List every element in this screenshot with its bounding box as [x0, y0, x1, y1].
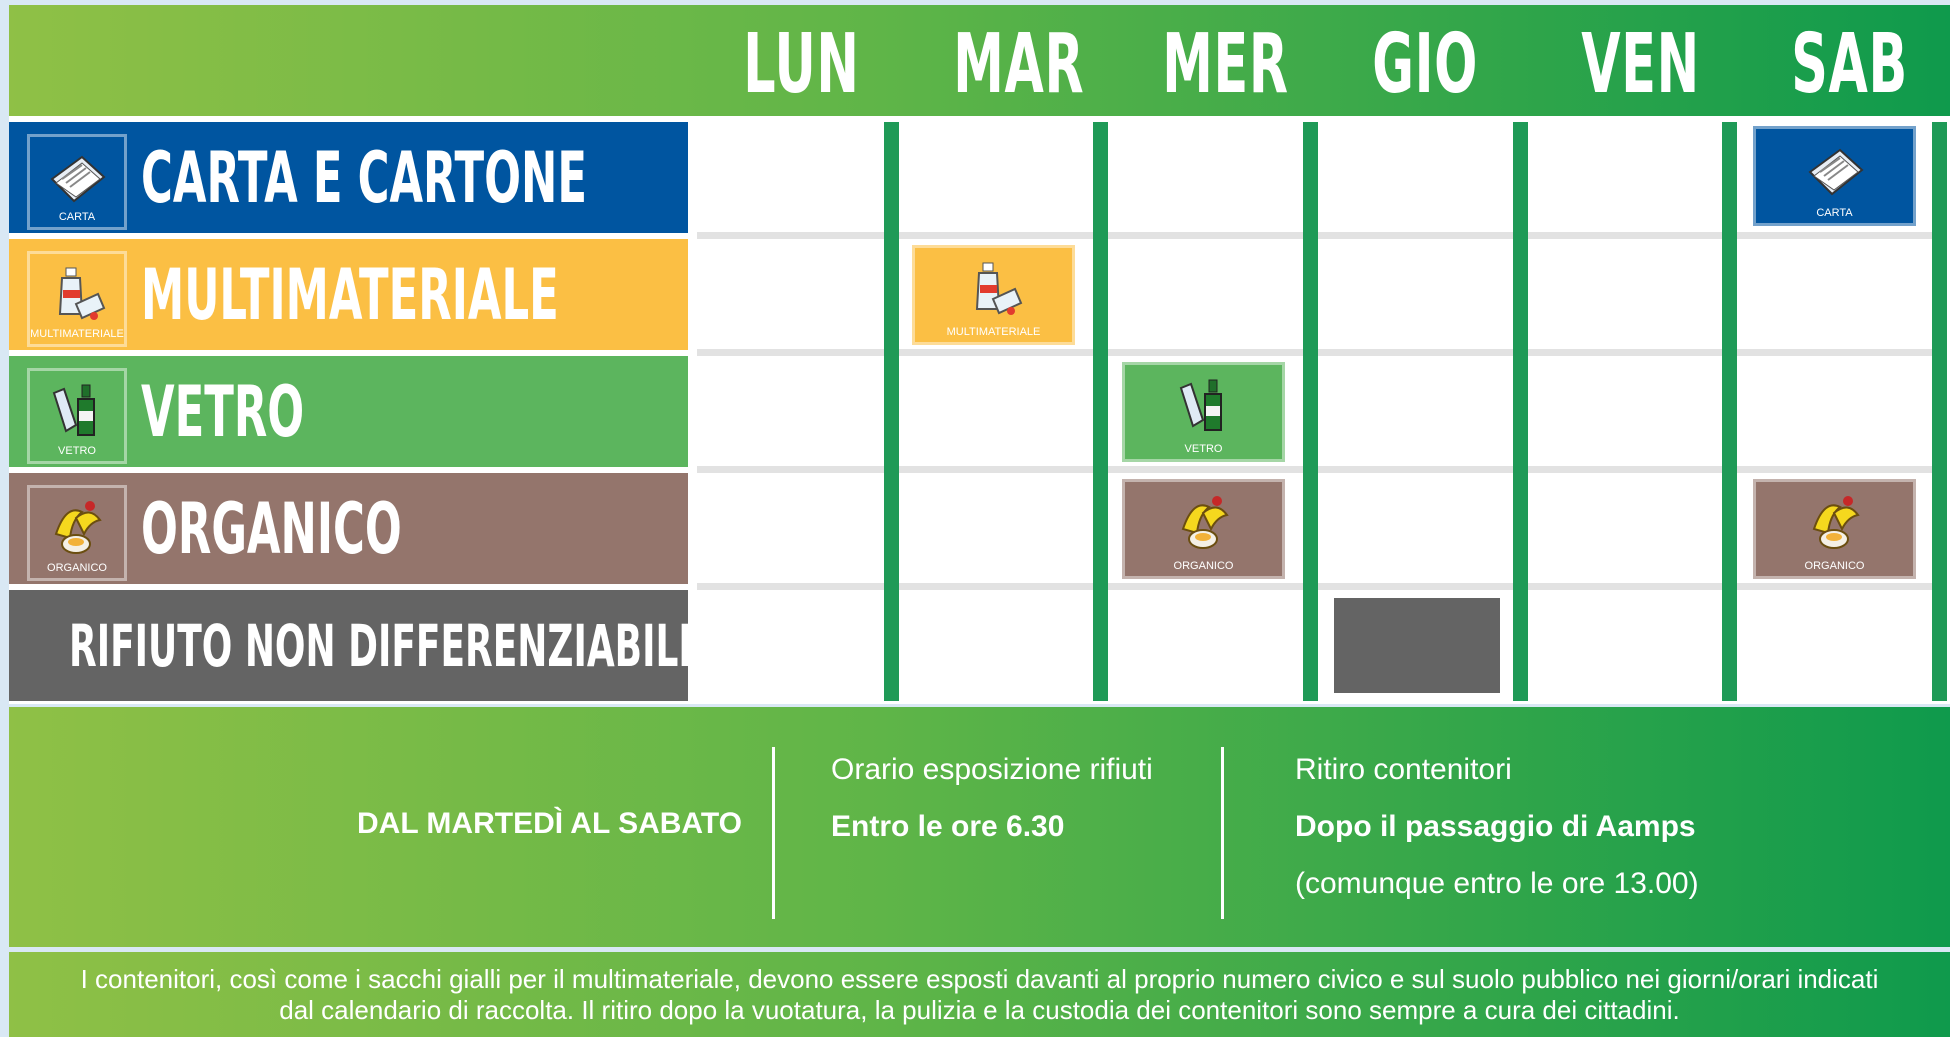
- day-sab: SAB: [1791, 17, 1908, 112]
- category-row-organico: ORGANICO ORGANICO: [9, 473, 688, 584]
- plastic-bottles-icon: [58, 267, 106, 320]
- tile-caption: ORGANICO: [1173, 560, 1234, 572]
- day-divider: [1722, 122, 1737, 701]
- glass-bottles-icon: [52, 384, 95, 436]
- day-ven: VEN: [1581, 17, 1700, 112]
- category-row-vetro: VETRO VETRO: [9, 356, 688, 467]
- day-divider: [1303, 122, 1318, 701]
- day-divider: [1932, 122, 1947, 701]
- category-row-carta: CARTA CARTA E CARTONE: [9, 122, 688, 233]
- info-band: DAL MARTEDÌ AL SABATO Orario esposizione…: [9, 707, 1950, 947]
- pickup-time: Dopo il passaggio di Aamps: [1295, 810, 1696, 843]
- category-label-indifferenziato: RIFIUTO NON DIFFERENZIABILE: [69, 611, 703, 680]
- schedule-tile-mer-organico: ORGANICO: [1122, 479, 1285, 579]
- tile-caption: CARTA: [1816, 207, 1853, 219]
- category-row-multimateriale: MULTIMATERIALE MULTIMATERIALE: [9, 239, 688, 350]
- day-mar: MAR: [953, 17, 1085, 112]
- organico-thumb: ORGANICO: [27, 485, 127, 581]
- pickup-title: Ritiro contenitori: [1295, 753, 1512, 786]
- carta-thumb-caption: CARTA: [58, 211, 96, 223]
- category-label-vetro: VETRO: [141, 370, 305, 453]
- exposure-title: Orario esposizione rifiuti: [831, 753, 1153, 786]
- pickup-note: (comunque entro le ore 13.00): [1295, 867, 1699, 900]
- plastic-bottles-icon: [975, 262, 1022, 316]
- organic-waste-icon: [54, 500, 102, 554]
- schedule-tile-mer-vetro: VETRO: [1122, 362, 1285, 462]
- organico-thumb-caption: ORGANICO: [47, 562, 107, 574]
- day-divider: [1513, 122, 1528, 701]
- vetro-thumb: VETRO: [27, 368, 127, 464]
- footer-line-1: I contenitori, così come i sacchi gialli…: [80, 964, 1879, 994]
- day-divider: [884, 122, 899, 701]
- schedule-tile-sab-organico: ORGANICO: [1753, 479, 1916, 579]
- paper-icon: [1807, 149, 1864, 196]
- multimateriale-thumb-caption: MULTIMATERIALE: [30, 328, 124, 340]
- category-label-carta: CARTA E CARTONE: [141, 136, 587, 219]
- day-lun: LUN: [743, 17, 860, 112]
- footer-line-2: dal calendario di raccolta. Il ritiro do…: [279, 995, 1680, 1025]
- category-label-multimateriale: MULTIMATERIALE: [141, 253, 559, 336]
- tile-caption: ORGANICO: [1804, 560, 1865, 572]
- exposure-time: Entro le ore 6.30: [831, 810, 1065, 843]
- schedule-tile-mar-multimateriale: MULTIMATERIALE: [912, 245, 1075, 345]
- info-divider: [1221, 747, 1224, 919]
- tile-caption: MULTIMATERIALE: [946, 326, 1041, 338]
- organic-waste-icon: [1812, 496, 1860, 550]
- category-label-organico: ORGANICO: [141, 487, 402, 570]
- day-divider: [1093, 122, 1108, 701]
- schedule-tile-sab-carta: CARTA: [1753, 126, 1916, 226]
- schedule-tile-gio-indifferenziato: [1334, 598, 1500, 693]
- day-gio: GIO: [1372, 17, 1479, 112]
- period-text: DAL MARTEDÌ AL SABATO: [356, 807, 742, 840]
- days-header: LUN MAR MER GIO VEN SAB: [9, 5, 1950, 116]
- carta-thumb: CARTA: [27, 134, 127, 230]
- day-mer: MER: [1162, 17, 1289, 112]
- glass-bottles-icon: [1179, 379, 1222, 432]
- schedule-grid: CARTA CARTA E CARTONE MULTIMATERIALE MUL…: [9, 116, 1950, 704]
- organic-waste-icon: [1181, 496, 1229, 550]
- multimateriale-thumb: MULTIMATERIALE: [27, 251, 127, 347]
- vetro-thumb-caption: VETRO: [58, 445, 96, 457]
- info-divider: [772, 747, 775, 919]
- paper-icon: [50, 155, 106, 202]
- tile-caption: VETRO: [1184, 443, 1223, 455]
- footer-note: I contenitori, così come i sacchi gialli…: [9, 952, 1950, 1037]
- category-row-indifferenziato: RIFIUTO NON DIFFERENZIABILE: [9, 590, 703, 701]
